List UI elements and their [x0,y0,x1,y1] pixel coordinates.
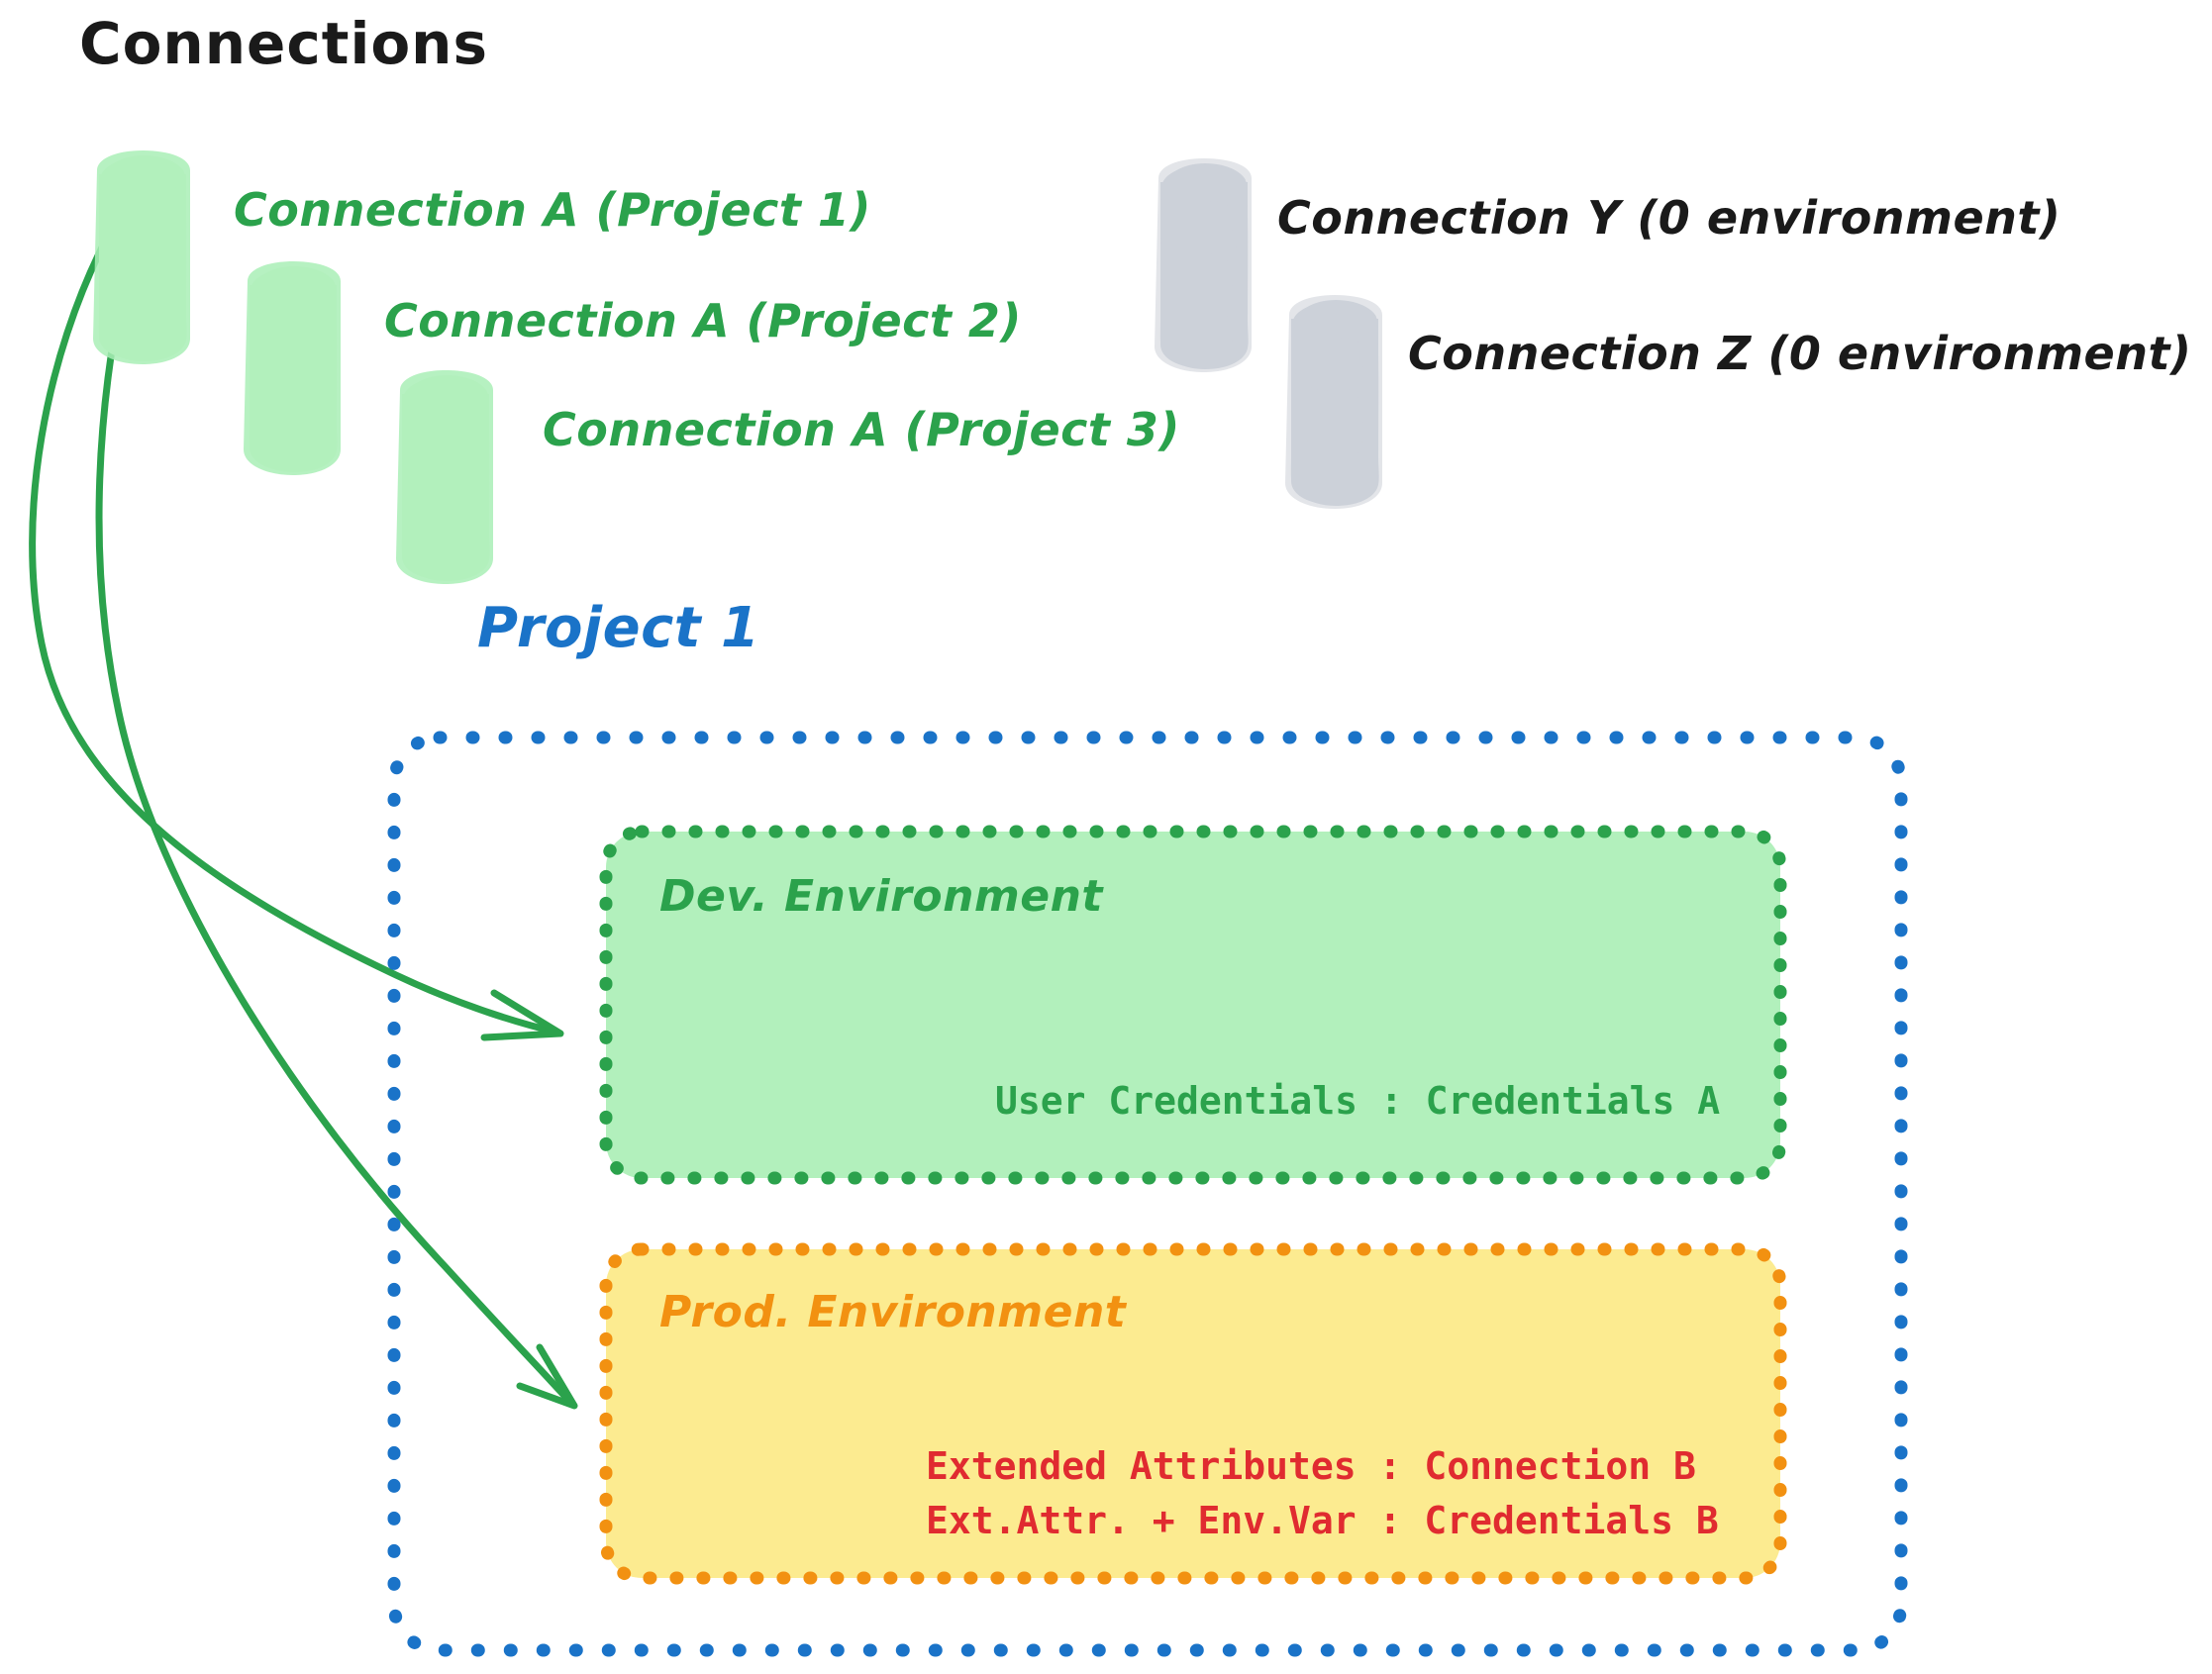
database-icon-connection-a-project-3 [396,370,493,584]
database-icon-connection-y [1155,158,1252,372]
prod-environment-row-1: Ext.Attr. + Env.Var : Credentials B [926,1499,1719,1542]
dev-environment-title: Dev. Environment [659,871,1103,922]
arrow-connection-a-to-prod [95,265,578,1410]
database-icon-connection-a-project-2 [244,261,341,475]
connection-label-z: Connection Z (0 environment) [1408,327,2192,380]
connection-label-a-project-1: Connection A (Project 1) [234,183,871,237]
prod-environment-box [599,1242,1787,1585]
database-icon-connection-z [1285,295,1382,509]
dev-environment-row-0: User Credentials : Credentials A [995,1079,1721,1123]
project-title: Project 1 [477,596,760,660]
prod-environment-row-0: Extended Attributes : Connection B [926,1444,1696,1488]
arrow-connection-a-to-dev [29,234,564,1041]
database-icon-connection-a-project-1 [93,150,190,364]
project-container [387,731,1908,1657]
page-title: Connections [79,10,488,77]
prod-environment-title: Prod. Environment [659,1287,1127,1337]
dev-environment-box [599,825,1787,1185]
connection-label-a-project-2: Connection A (Project 2) [384,294,1022,347]
connection-label-y: Connection Y (0 environment) [1277,191,2061,245]
connection-label-a-project-3: Connection A (Project 3) [543,403,1180,456]
